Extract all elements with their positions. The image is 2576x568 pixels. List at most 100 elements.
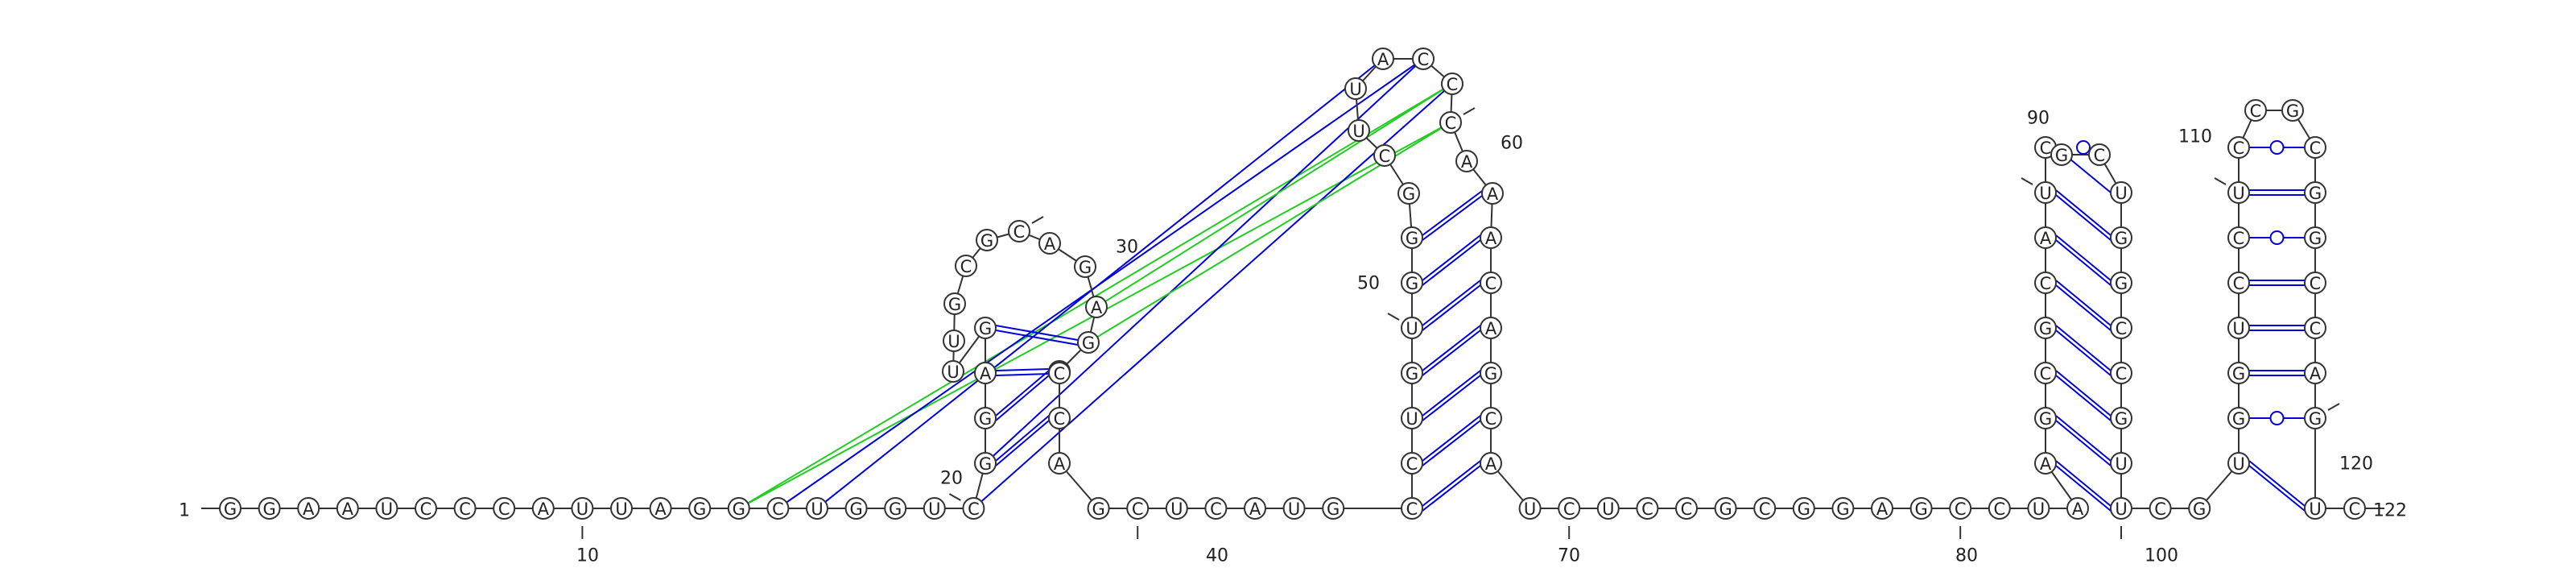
base-pair-line — [995, 373, 1050, 376]
nucleotide-circle — [1558, 497, 1581, 520]
nucleotide-letter: U — [1406, 319, 1418, 338]
nucleotide-letter: A — [1377, 50, 1389, 69]
nucleotide-circle — [2034, 181, 2057, 204]
nucleotide-letter: G — [1406, 229, 1418, 248]
nucleotide-circle — [2227, 272, 2250, 294]
nucleotide-circle — [2034, 407, 2057, 429]
nucleotide-letter: G — [1402, 184, 1415, 204]
nucleotide-106: G — [2227, 362, 2250, 384]
nucleotide-letter: U — [576, 500, 588, 519]
nucleotide-letter: U — [2033, 500, 2045, 519]
nucleotide-letter: U — [381, 500, 393, 519]
nucleotide-letter: U — [811, 500, 823, 519]
nucleotide-letter: A — [2310, 364, 2322, 384]
nucleotide-circle — [2027, 497, 2050, 520]
base-pair-line — [2248, 460, 2306, 507]
nucleotide-circle — [2034, 452, 2057, 475]
nucleotide-circle — [2304, 317, 2326, 339]
nucleotide-98: C — [2110, 362, 2132, 384]
nucleotide-circle — [2110, 407, 2132, 429]
nucleotide-letter: C — [2310, 319, 2322, 338]
nucleotide-50: U — [1401, 317, 1423, 339]
nucleotide-2: G — [258, 497, 281, 520]
nucleotide-circle — [1518, 497, 1542, 520]
nucleotide-letter: G — [1406, 274, 1418, 293]
nucleotide-56: U — [1344, 77, 1367, 100]
nucleotide-letter: G — [733, 500, 745, 519]
nucleotide-circle — [1636, 497, 1659, 520]
nucleotide-letter: G — [1406, 364, 1418, 384]
nucleotide-letter: U — [2309, 500, 2321, 519]
base-pair-line — [1422, 195, 1483, 241]
nucleotide-letter: C — [2040, 364, 2052, 384]
nucleotide-circle — [2304, 362, 2326, 384]
nucleotide-103: G — [2188, 497, 2211, 520]
base-pair-line — [2055, 370, 2112, 417]
nucleotide-circle — [336, 497, 359, 520]
nucleotide-circle — [2304, 497, 2326, 520]
nucleotide-letter: A — [1487, 184, 1499, 204]
nucleotide-88: C — [2034, 272, 2057, 294]
nucleotide-letter: U — [1288, 500, 1300, 519]
nucleotide-letter: C — [2310, 139, 2322, 158]
nucleotide-102: C — [2149, 497, 2172, 520]
nucleotides: GGAAUCCCAUUAGGCUGGUCGGAGUUGCGCAGAGGCCAGC… — [219, 48, 2366, 520]
nucleotide-letter: C — [2116, 319, 2128, 338]
nucleotide-letter: C — [2040, 139, 2052, 158]
nucleotide-115: G — [2304, 181, 2326, 204]
nucleotide-circle — [2244, 99, 2267, 122]
nucleotide-letter: C — [772, 500, 784, 519]
nucleotide-20: C — [962, 497, 985, 520]
nucleotide-letter: C — [1641, 500, 1653, 519]
nucleotide-letter: U — [947, 363, 959, 382]
nucleotide-circle — [1441, 73, 1463, 95]
base-pair-line — [1422, 325, 1481, 371]
nucleotide-circle — [1401, 362, 1423, 384]
nucleotide-107: U — [2227, 317, 2250, 339]
base-pair-line — [1422, 234, 1481, 281]
nucleotide-letter: C — [2094, 146, 2106, 165]
nucleotide-letter: G — [2286, 102, 2299, 121]
base-pair-line — [2055, 460, 2112, 507]
base-pair-line — [2055, 375, 2112, 421]
position-label-120: 120 — [2339, 454, 2373, 475]
nucleotide-62: A — [1481, 182, 1504, 205]
nucleotide-letter: U — [928, 500, 940, 519]
nucleotide-letter: A — [2040, 454, 2052, 474]
nucleotide-13: G — [688, 497, 712, 520]
nucleotide-letter: A — [2040, 229, 2052, 248]
nucleotide-circle — [1596, 497, 1620, 520]
nucleotide-circle — [974, 362, 997, 384]
nucleotide-122: C — [2343, 497, 2366, 520]
nucleotide-119: A — [2304, 362, 2326, 384]
nucleotide-letter: G — [2115, 229, 2128, 248]
nucleotide-letter: G — [1798, 500, 1810, 519]
wobble-pair-dot — [2076, 140, 2091, 155]
nucleotide-89: A — [2034, 226, 2057, 249]
nucleotide-circle — [923, 497, 946, 520]
nucleotide-circle — [2110, 362, 2132, 384]
base-pair-line — [2055, 420, 2112, 466]
nucleotide-26: U — [943, 330, 965, 352]
base-pair-line — [1422, 460, 1481, 507]
nucleotide-letter: A — [1044, 234, 1056, 254]
nucleotide-circle — [2281, 99, 2304, 122]
nucleotide-letter: U — [2232, 184, 2244, 203]
nucleotide-circle — [1048, 452, 1071, 475]
nucleotide-circle — [297, 497, 320, 520]
nucleotide-letter: C — [498, 500, 510, 519]
nucleotide-57: A — [1372, 48, 1394, 70]
nucleotide-letter: C — [2233, 274, 2245, 293]
base-pair-line — [2055, 465, 2112, 512]
pseudoknot-link — [972, 83, 1453, 509]
position-tick — [2214, 177, 2227, 185]
nucleotide-circle — [2227, 362, 2250, 384]
nucleotide-circle — [1244, 497, 1266, 520]
nucleotide-circle — [493, 497, 516, 520]
nucleotide-84: A — [2034, 452, 2057, 475]
nucleotide-110: U — [2227, 181, 2250, 204]
nucleotide-letter: C — [1485, 409, 1497, 429]
nucleotide-circle — [1675, 497, 1698, 520]
nucleotide-59: C — [1441, 73, 1463, 95]
nucleotide-circle — [1480, 272, 1502, 294]
